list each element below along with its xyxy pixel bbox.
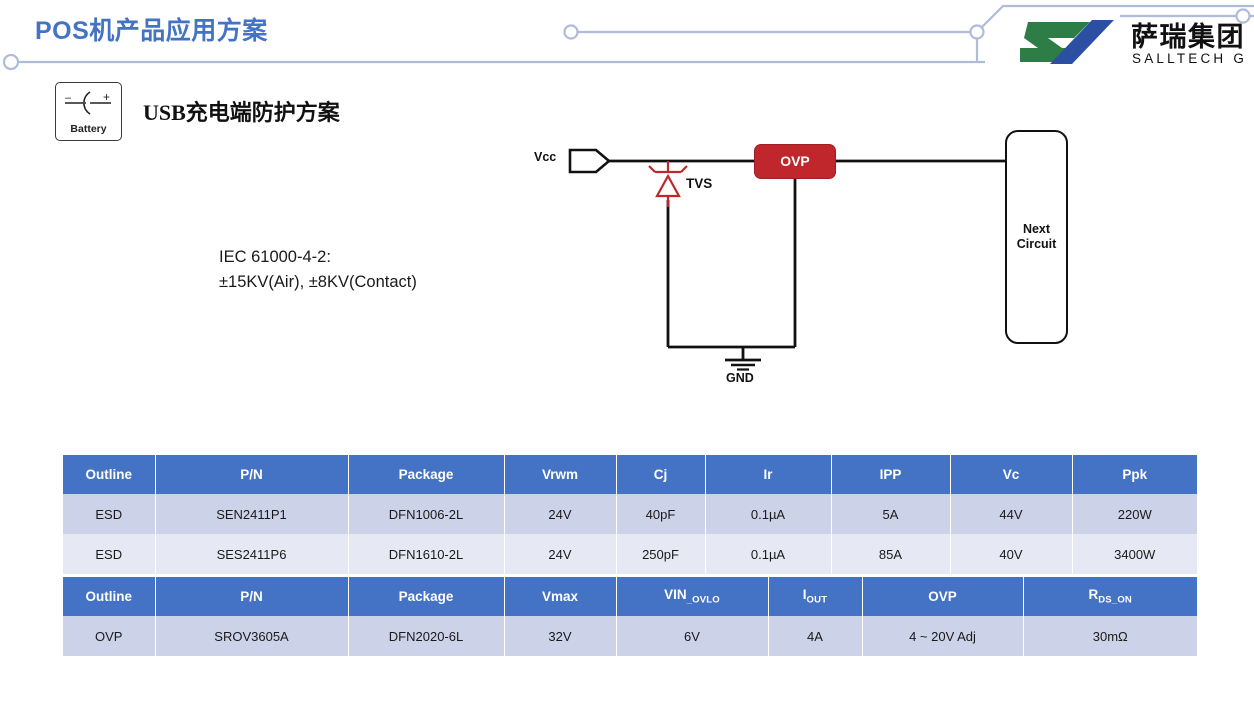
col-header-pn: P/N [155,577,349,616]
col-header-ovp: OVP [862,577,1024,616]
tvs-label: TVS [686,176,713,191]
col-header-vc: Vc [950,455,1073,494]
cell-pn: SEN2411P1 [155,494,349,534]
col-header-iout-main: I [802,587,807,603]
next-circuit-block: Next Circuit [1005,130,1068,344]
ovp-spec-table: Outline P/N Package Vmax VIN_OVLO IOUT O… [63,577,1197,656]
next-circuit-line2: Circuit [1016,237,1057,251]
col-header-outline: Outline [63,455,156,494]
circuit-wires [609,159,1006,360]
logo-mark-icon [1020,20,1114,64]
col-header-iout: IOUT [768,577,863,616]
col-header-vmax: Vmax [504,577,617,616]
section-title: USB充电端防护方案 [143,100,340,125]
col-header-cj: Cj [616,455,706,494]
svg-text:+: + [103,90,110,104]
col-header-vin-sub: _OVLO [686,594,720,606]
col-header-vin-main: VIN [664,587,687,603]
iec-note-line2: ±15KV(Air), ±8KV(Contact) [219,273,417,291]
cell-ipp: 85A [831,534,951,574]
col-header-package: Package [348,577,505,616]
cell-vc: 44V [950,494,1073,534]
esd-spec-table: Outline P/N Package Vrwm Cj Ir IPP Vc Pp… [63,455,1197,574]
cell-cj: 250pF [616,534,706,574]
cell-cj: 40pF [616,494,706,534]
col-header-outline: Outline [63,577,156,616]
cell-pn: SES2411P6 [155,534,349,574]
tvs-diode-icon [648,161,688,207]
cell-iout: 4A [768,616,863,656]
cell-vmax: 32V [504,616,617,656]
gnd-label: GND [726,371,754,385]
cell-ir: 0.1µA [705,494,832,534]
col-header-ppk: Ppk [1072,455,1197,494]
cell-outline: ESD [63,534,156,574]
cell-ipp: 5A [831,494,951,534]
cell-vrwm: 24V [504,494,617,534]
battery-badge: – + Battery [55,82,122,141]
cell-vrwm: 24V [504,534,617,574]
company-logo: 萨瑞集团 SALLTECH GROUP [1020,20,1246,66]
vcc-label: Vcc [534,150,557,164]
cell-package: DFN1006-2L [348,494,505,534]
battery-icon: – + [65,90,111,115]
col-header-ipp: IPP [831,455,951,494]
next-circuit-label: Next Circuit [1007,222,1066,252]
table-row: ESD SES2411P6 DFN1610-2L 24V 250pF 0.1µA… [63,534,1197,574]
cell-ovp: 4 ~ 20V Adj [862,616,1024,656]
ground-icon [725,358,761,371]
table-row: OVP SROV3605A DFN2020-6L 32V 6V 4A 4 ~ 2… [63,616,1197,656]
cell-package: DFN1610-2L [348,534,505,574]
table-header-row: Outline P/N Package Vrwm Cj Ir IPP Vc Pp… [63,455,1197,494]
col-header-iout-sub: OUT [806,594,828,606]
vcc-port-icon [568,148,612,174]
cell-vin-ovlo: 6V [616,616,769,656]
table-header-row: Outline P/N Package Vmax VIN_OVLO IOUT O… [63,577,1197,616]
cell-ir: 0.1µA [705,534,832,574]
col-header-pn: P/N [155,455,349,494]
table-row: ESD SEN2411P1 DFN1006-2L 24V 40pF 0.1µA … [63,494,1197,534]
iec-note-line1: IEC 61000-4-2: [219,248,331,266]
col-header-vrwm: Vrwm [504,455,617,494]
ovp-block-label: OVP [780,153,810,169]
col-header-package: Package [348,455,505,494]
ovp-block: OVP [754,144,836,179]
col-header-rdson-sub: DS_ON [1098,594,1132,606]
col-header-ir: Ir [705,455,832,494]
cell-ppk: 3400W [1072,534,1197,574]
page-title: POS机产品应用方案 [35,17,268,45]
cell-vc: 40V [950,534,1073,574]
next-circuit-line1: Next [1022,222,1051,236]
cell-rdson: 30mΩ [1023,616,1197,656]
cell-package: DFN2020-6L [348,616,505,656]
svg-text:–: – [65,92,72,104]
battery-label: Battery [70,123,107,135]
iec-note: IEC 61000-4-2: ±15KV(Air), ±8KV(Contact) [219,245,417,295]
cell-outline: ESD [63,494,156,534]
circuit-schematic [568,148,1006,371]
col-header-rdson-main: R [1088,587,1099,603]
cell-pn: SROV3605A [155,616,349,656]
cell-ppk: 220W [1072,494,1197,534]
logo-en-text: SALLTECH GROUP [1132,51,1246,66]
cell-outline: OVP [63,616,156,656]
col-header-rdson: RDS_ON [1023,577,1197,616]
logo-cn-text: 萨瑞集团 [1131,21,1245,52]
col-header-vin-ovlo: VIN_OVLO [616,577,769,616]
